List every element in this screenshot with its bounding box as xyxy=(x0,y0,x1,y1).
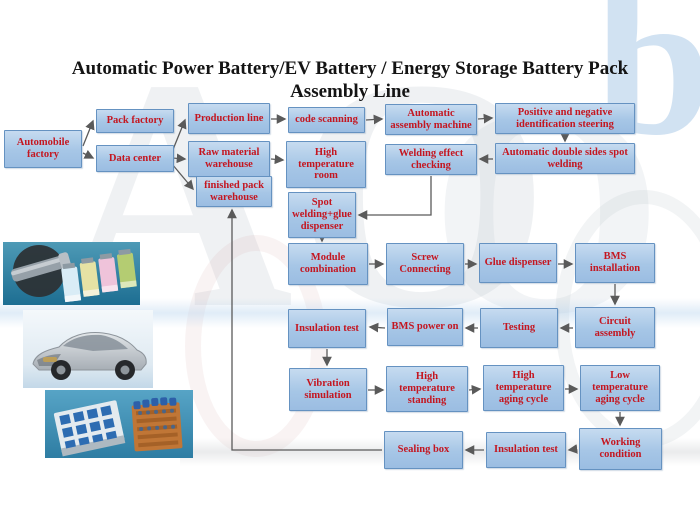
page-title-line2: Assembly Line xyxy=(290,81,410,103)
node-production-line: Production line xyxy=(188,103,270,134)
node-sealing-box: Sealing box xyxy=(384,431,463,469)
node-high-temperature-room: High temperature room xyxy=(286,141,366,188)
node-bms-installation: BMS installation xyxy=(575,243,655,283)
node-vibration-simulation: Vibration simulation xyxy=(289,368,367,411)
node-testing: Testing xyxy=(480,308,558,348)
node-welding-effect-checking: Welding effect checking xyxy=(385,144,477,175)
node-code-scanning: code scanning xyxy=(288,107,365,133)
node-module-combination: Module combination xyxy=(288,243,368,285)
node-automatic-double-sides-spot-welding: Automatic double sides spot welding xyxy=(495,143,635,174)
node-insulation-test-final: Insulation test xyxy=(486,432,566,468)
node-circuit-assembly: Circuit assembly xyxy=(575,307,655,348)
node-low-temperature-aging-cycle: Low temperature aging cycle xyxy=(580,365,660,411)
node-pack-factory: Pack factory xyxy=(96,109,174,133)
page-title-line1: Automatic Power Battery/EV Battery / Ene… xyxy=(71,58,629,79)
node-spot-welding-glue-dispenser: Spot welding+glue dispenser xyxy=(288,192,356,238)
node-high-temperature-aging-cycle: High temperature aging cycle xyxy=(483,365,564,411)
node-automobile-factory: Automobile factory xyxy=(4,130,82,168)
page-title: Automatic Power Battery/EV Battery / Ene… xyxy=(30,57,670,103)
node-high-temperature-standing: High temperature standing xyxy=(386,366,468,412)
node-bms-power-on: BMS power on xyxy=(387,308,463,346)
node-glue-dispenser: Glue dispenser xyxy=(479,243,557,283)
ev-car-cutaway-photo xyxy=(23,310,153,388)
node-screw-connecting: Screw Connecting xyxy=(386,243,464,285)
node-positive-negative-identification-steering: Positive and negative identification ste… xyxy=(495,103,635,134)
battery-cells-photo xyxy=(3,242,140,305)
battery-pack-modules-photo xyxy=(45,390,193,458)
node-data-center: Data center xyxy=(96,145,174,172)
node-finished-pack-warehouse: finished pack warehouse xyxy=(196,176,272,207)
node-working-condition: Working condition xyxy=(579,428,662,470)
node-insulation-test: Insulation test xyxy=(288,309,366,348)
node-raw-material-warehouse: Raw material warehouse xyxy=(188,141,270,177)
node-automatic-assembly-machine: Automatic assembly machine xyxy=(385,104,477,135)
